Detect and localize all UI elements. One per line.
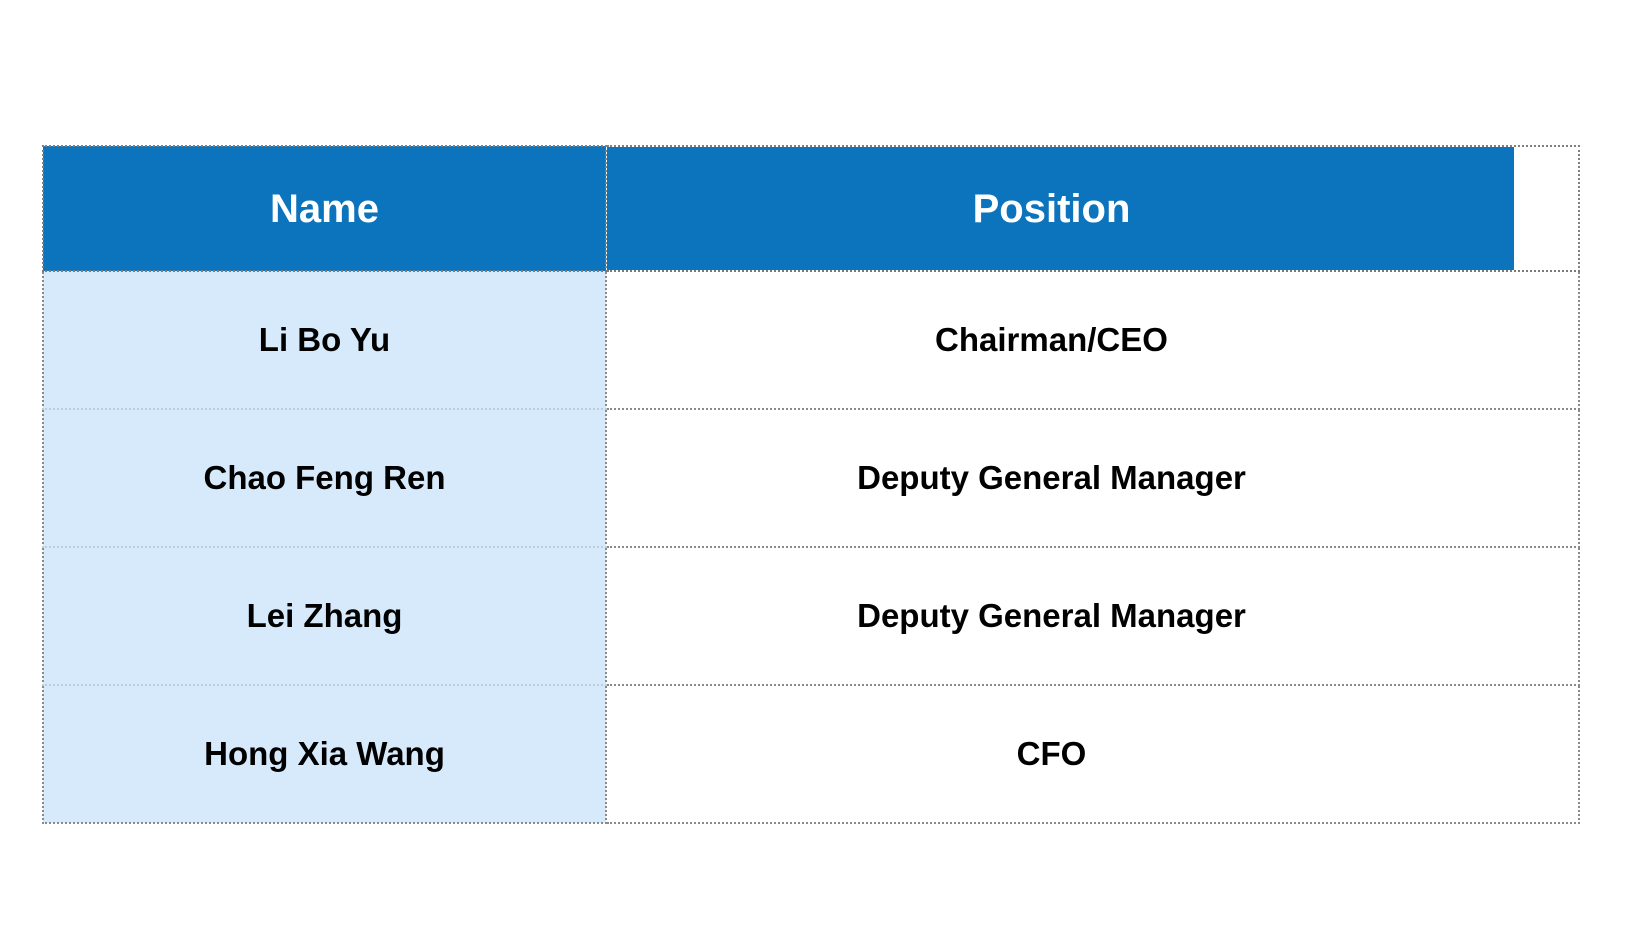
- cell-position-text: Chairman/CEO: [935, 320, 1168, 358]
- management-table: Name Position Li Bo Yu Chairman/CEO Chao…: [42, 145, 1580, 824]
- column-header-name-label: Name: [270, 186, 379, 231]
- cell-name-text: Lei Zhang: [246, 596, 403, 634]
- table-body: Li Bo Yu Chairman/CEO Chao Feng Ren Depu…: [42, 270, 1580, 824]
- table-row[interactable]: Lei Zhang Deputy General Manager: [42, 546, 1580, 686]
- cell-name: Li Bo Yu: [42, 270, 607, 410]
- cell-name-text: Chao Feng Ren: [203, 458, 446, 496]
- cell-position-text: CFO: [1016, 734, 1087, 772]
- table-header-row: Name Position: [42, 145, 1580, 272]
- cell-name-text: Li Bo Yu: [258, 320, 391, 358]
- cell-name: Hong Xia Wang: [42, 684, 607, 824]
- cell-position: Deputy General Manager: [605, 546, 1580, 686]
- cell-position: Chairman/CEO: [605, 270, 1580, 410]
- column-header-name[interactable]: Name: [42, 145, 607, 272]
- column-header-position-label: Position: [972, 186, 1131, 231]
- cell-name: Chao Feng Ren: [42, 408, 607, 548]
- cell-position-text: Deputy General Manager: [857, 458, 1246, 496]
- cell-position-text: Deputy General Manager: [857, 596, 1246, 634]
- cell-name: Lei Zhang: [42, 546, 607, 686]
- table-row[interactable]: Li Bo Yu Chairman/CEO: [42, 270, 1580, 410]
- table-row[interactable]: Chao Feng Ren Deputy General Manager: [42, 408, 1580, 548]
- cell-name-text: Hong Xia Wang: [204, 734, 445, 772]
- table-header: Name Position: [42, 145, 1580, 272]
- table-row[interactable]: Hong Xia Wang CFO: [42, 684, 1580, 824]
- cell-position: Deputy General Manager: [605, 408, 1580, 548]
- cell-position: CFO: [605, 684, 1580, 824]
- column-header-position[interactable]: Position: [605, 145, 1580, 272]
